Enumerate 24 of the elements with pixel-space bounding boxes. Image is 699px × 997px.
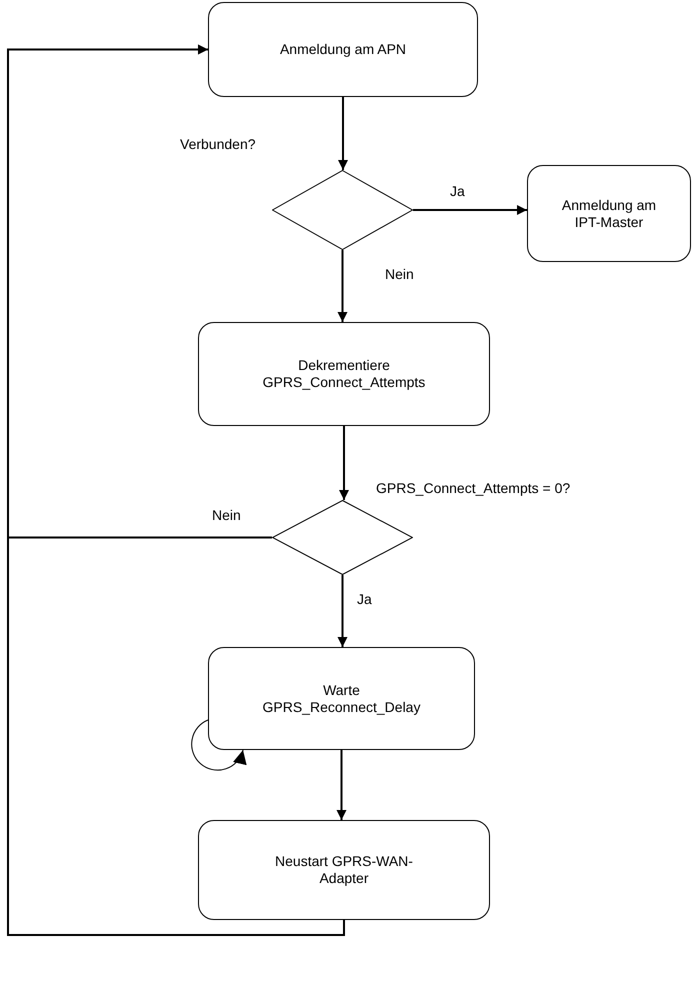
arrow [338,97,348,170]
arrow [338,250,348,322]
arrow [7,44,345,936]
process-text: Dekrementiere GPRS_Connect_Attempts [262,357,426,391]
edge-label: Ja [355,592,374,608]
process-box [208,647,475,750]
edge-label: Nein [210,508,243,524]
process-text: Warte GPRS_Reconnect_Delay [262,682,422,716]
process-text: Anmeldung am IPT-Master [560,196,658,230]
process-text: Anmeldung am APN [280,41,406,58]
decision-question: Verbunden? [180,136,256,153]
decision-question: GPRS_Connect_Attempts = 0? [376,480,570,497]
arrow [413,205,527,215]
arrow [336,750,346,820]
arrow [339,426,349,500]
process-box [198,820,490,920]
process-box [208,2,478,97]
arrow [338,575,348,647]
loop-arrow [191,720,246,771]
edge-label: Nein [383,267,416,282]
process-box [198,322,490,426]
process-box [527,165,691,262]
edge-label: Ja [448,184,467,200]
process-text: Neustart GPRS-WAN-Adapter [274,853,414,887]
